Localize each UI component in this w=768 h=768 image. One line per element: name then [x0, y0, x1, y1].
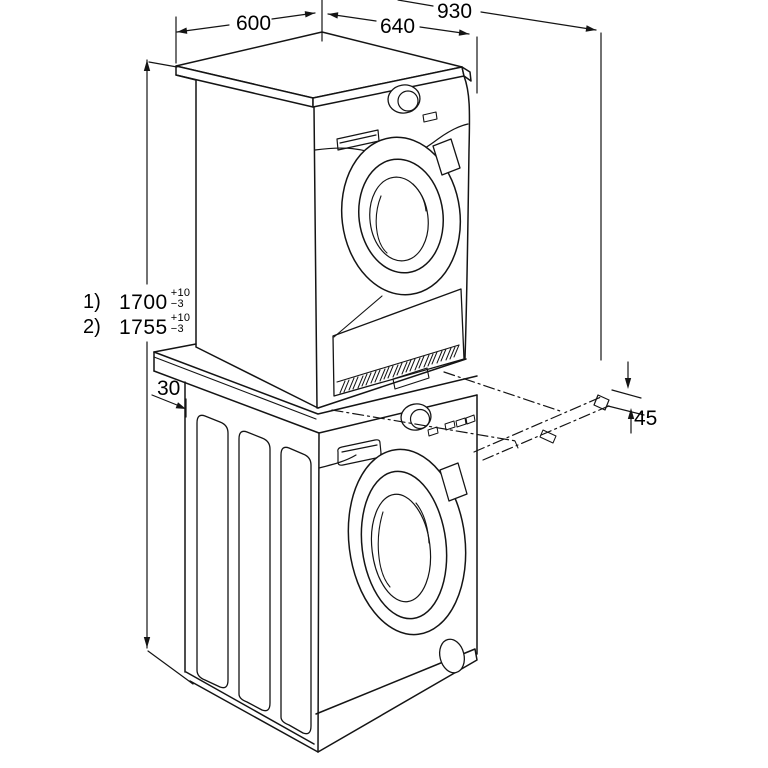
tray-front-bottom-edge: [482, 404, 612, 461]
tray-slide-leader-left: [331, 409, 517, 442]
dryer-knob-inner: [397, 90, 419, 112]
washer-left-bevel: [185, 671, 319, 753]
washer-glass-reflections: [377, 502, 430, 588]
washer-pump-cover: [439, 638, 465, 674]
dryer-left-face: [175, 74, 319, 409]
dryer-vent-border: [336, 344, 460, 383]
dryer-top-face: [175, 31, 463, 99]
washer: [184, 381, 478, 753]
washer-side-rib-2: [238, 430, 271, 712]
dim-label-930: 930: [437, 0, 473, 23]
washer-door-glass: [370, 493, 432, 603]
pull-out-tray: [331, 371, 612, 461]
tray-slide-leader-right: [443, 371, 564, 413]
dim-height: [143, 59, 194, 685]
height-option-2-tolerance: +10 −3: [170, 312, 191, 335]
washer-buttons: [427, 414, 476, 437]
washer-door-outer: [347, 448, 467, 636]
height-option-1: 1) 1700 +10 −3: [83, 287, 191, 315]
dim-930: [397, 0, 597, 32]
dryer-glass-reflections: [375, 183, 427, 254]
tray-front-top-edge: [473, 396, 602, 453]
dim-label-30: 30: [157, 377, 181, 400]
washer-door-handle: [439, 462, 468, 502]
dryer-start-button: [422, 111, 438, 123]
height-option-2: 2) 1755 +10 −3: [83, 312, 191, 340]
washer-door-ring: [360, 470, 448, 620]
shelf-lip-top: [153, 351, 478, 415]
washer-knob-inner: [409, 408, 431, 430]
washer-plinth: [315, 648, 478, 753]
shelf-lip-inner: [153, 356, 317, 420]
height-option-1-index: 1): [83, 291, 101, 313]
dryer-panel-diagonal: [333, 295, 383, 338]
dryer: [175, 31, 472, 409]
dryer-condenser-panel: [332, 288, 465, 397]
dryer-base-tab: [392, 367, 430, 390]
dimension-lines: [143, 0, 645, 685]
dim-30: [151, 394, 187, 418]
dim-600: [176, 11, 316, 34]
dryer-bottom-front-edge: [317, 358, 467, 409]
tray-rail-tab: [539, 429, 557, 444]
washer-side-rib-3: [280, 446, 312, 735]
tray-end-cap: [593, 394, 610, 411]
washer-detergent-drawer: [337, 439, 382, 466]
dryer-top-right-tip: [461, 66, 472, 82]
washer-panel-bottom-edge: [318, 454, 357, 469]
dryer-right-edge: [463, 75, 471, 359]
tray-rail-notch: [514, 440, 519, 449]
dim-label-600: 600: [236, 12, 272, 35]
dim-45: [607, 361, 645, 434]
height-option-2-index: 2): [83, 316, 101, 338]
dim-640: [327, 12, 470, 36]
height-option-2-value: 1755: [119, 316, 168, 339]
dim-label-640: 640: [380, 15, 416, 38]
dryer-vent-hatching: [339, 344, 460, 394]
dryer-door-glass: [369, 176, 429, 262]
washer-side-rib-1: [196, 414, 229, 689]
dryer-door-outer: [340, 136, 462, 296]
shelf-top-back-edge: [153, 343, 197, 353]
dim-label-45: 45: [634, 407, 658, 430]
height-option-1-value: 1700: [119, 291, 168, 314]
washer-front-left-edge: [317, 432, 320, 753]
dryer-door-handle: [432, 138, 461, 176]
dryer-door-ring: [357, 158, 445, 274]
height-option-1-tolerance: +10 −3: [170, 287, 191, 310]
